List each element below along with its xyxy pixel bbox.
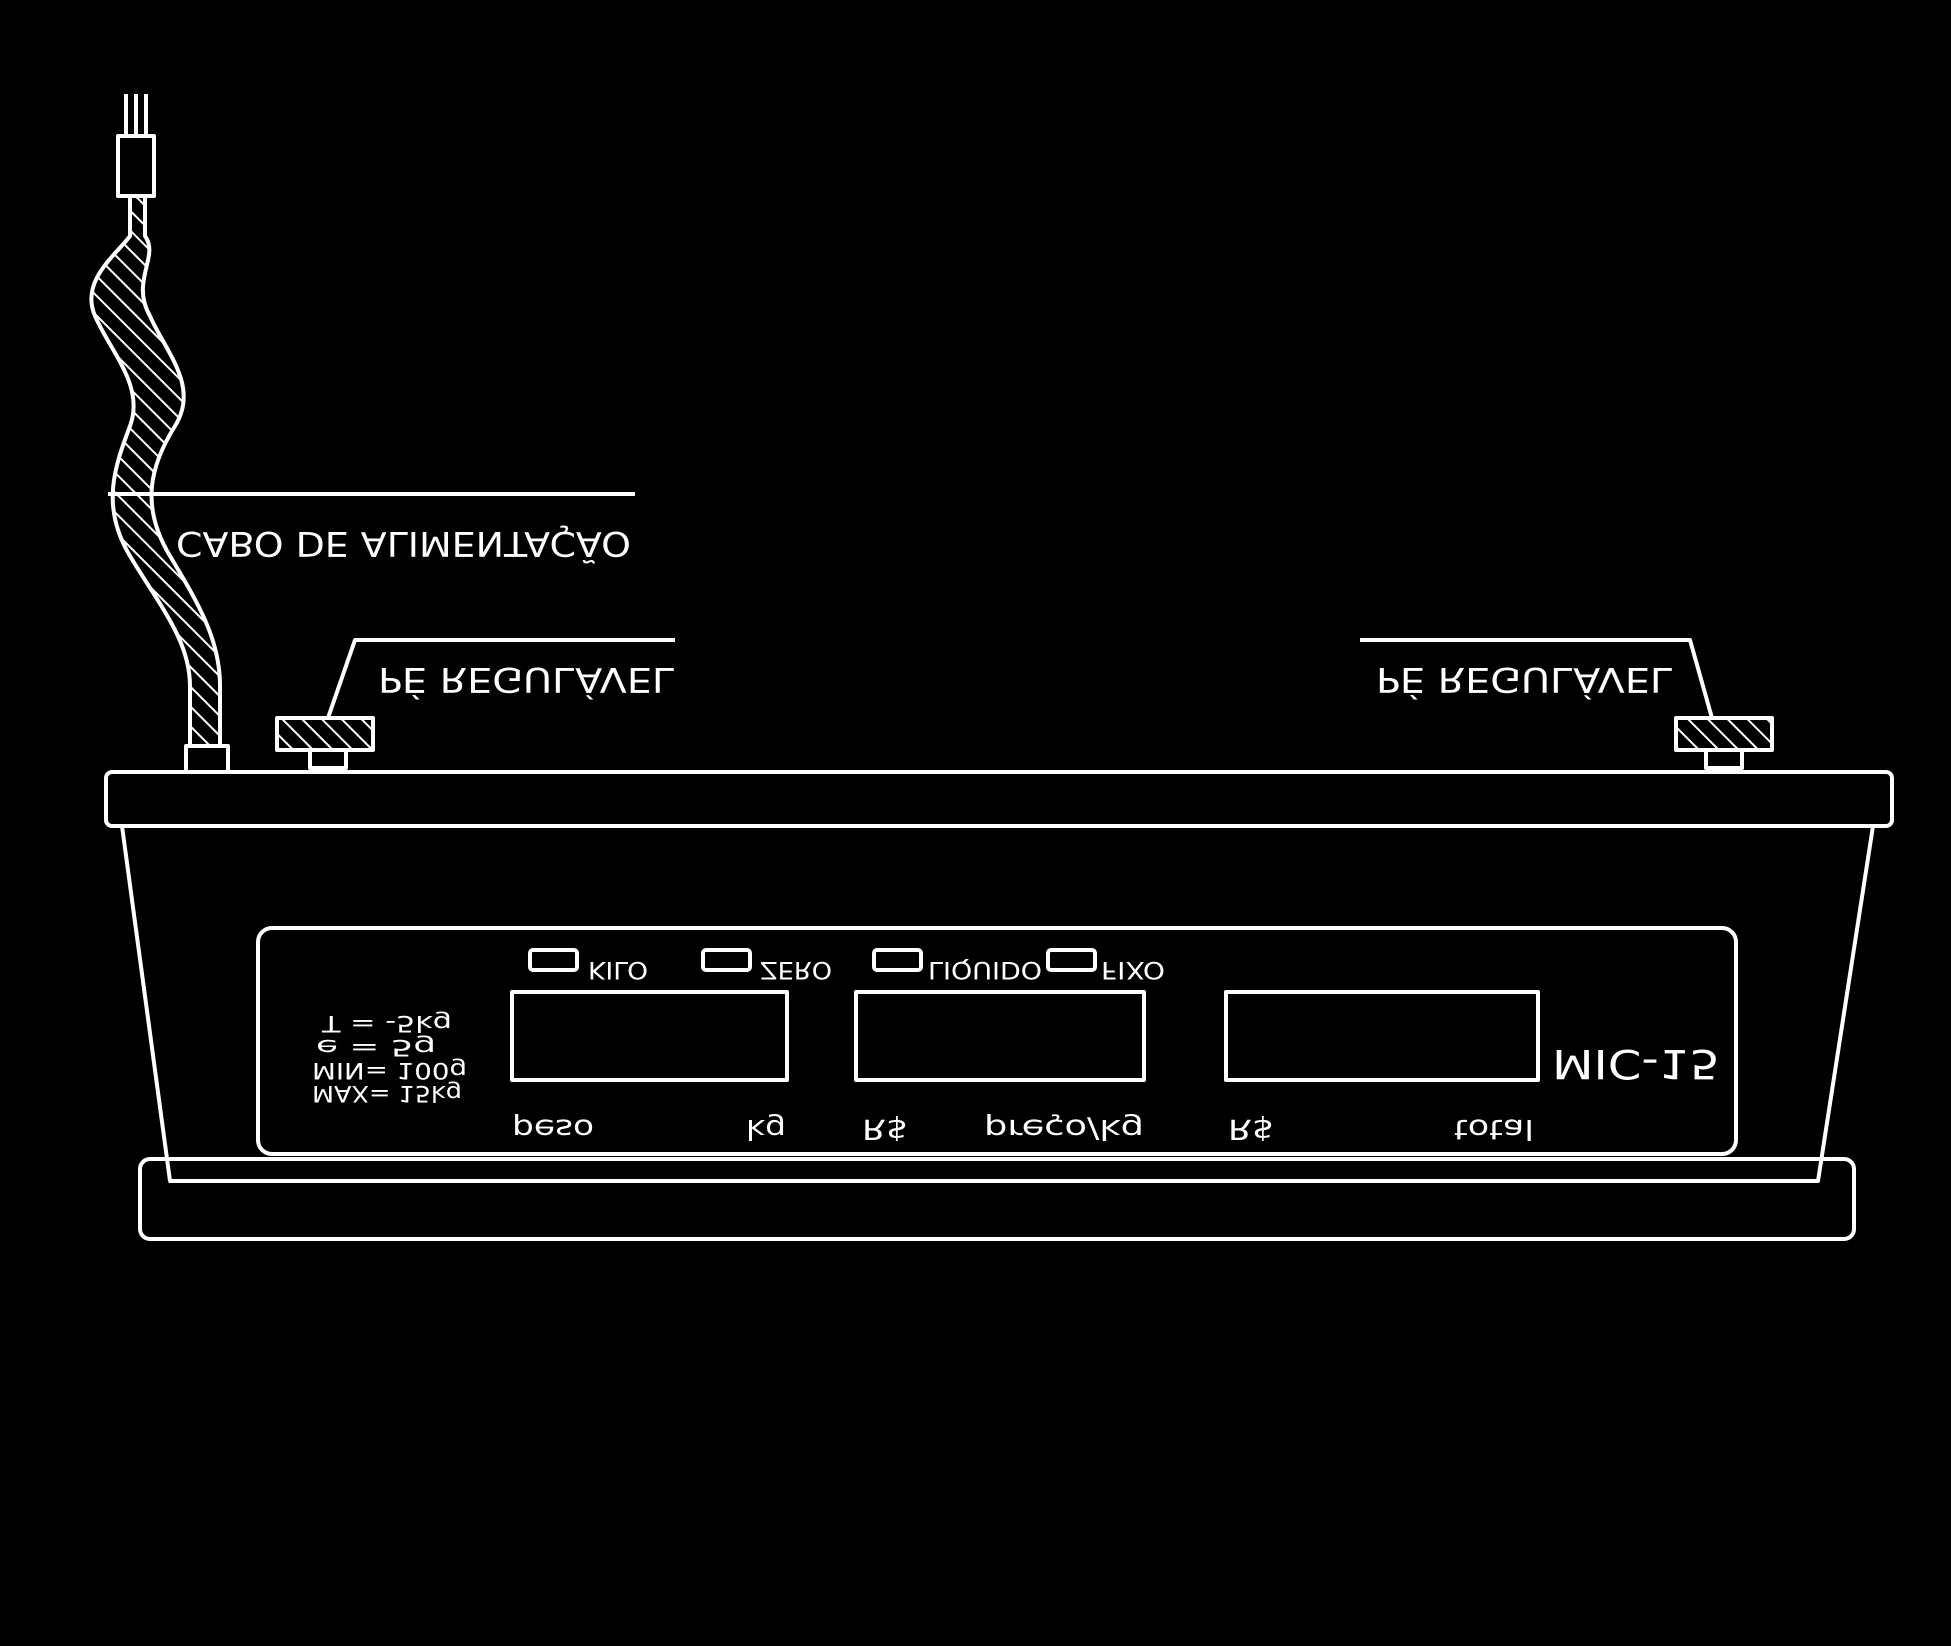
spec-t: T = -5kg xyxy=(321,1010,452,1035)
weight-display xyxy=(510,990,789,1082)
power-plug-icon xyxy=(116,94,156,198)
weight-unit: kg xyxy=(746,1113,786,1146)
scale-top-plate xyxy=(104,770,1894,828)
adjustable-foot-icon xyxy=(1674,716,1774,770)
leader-line-foot-left xyxy=(326,638,675,719)
indicator-led-liquido xyxy=(872,948,923,972)
scale-base xyxy=(138,1157,1856,1241)
model-label: MIC-15 xyxy=(1552,1040,1720,1086)
cable-connector xyxy=(184,744,230,774)
total-display xyxy=(1224,990,1540,1082)
total-currency: R$ xyxy=(1228,1113,1274,1146)
indicator-label-liquido: LIQUIDO xyxy=(928,956,1042,984)
price-display xyxy=(854,990,1146,1082)
price-label: preço/kg xyxy=(984,1113,1144,1146)
adjustable-foot-icon xyxy=(275,716,375,770)
foot-right-callout-label: PÉ REGULÁVEL xyxy=(1376,659,1672,700)
indicator-label-kilo: KILO xyxy=(588,956,648,984)
indicator-led-zero xyxy=(701,948,752,972)
indicator-label-fixo: FIXO xyxy=(1101,956,1165,984)
weight-label: peso xyxy=(512,1113,594,1146)
indicator-led-kilo xyxy=(528,948,579,972)
indicator-label-zero: ZERO xyxy=(760,956,832,984)
price-currency: R$ xyxy=(862,1113,908,1146)
foot-left-callout-label: PÉ REGULÁVEL xyxy=(378,659,674,700)
total-label: total xyxy=(1454,1113,1534,1146)
leader-line-foot-right xyxy=(1360,638,1714,719)
indicator-led-fixo xyxy=(1046,948,1097,972)
control-panel xyxy=(256,926,1738,1156)
spec-e: e = 5g xyxy=(316,1034,436,1059)
spec-max: MAX= 15kg xyxy=(312,1080,462,1105)
spec-min: MIN= 100g xyxy=(312,1057,467,1082)
cable-callout-label: CABO DE ALIMENTAÇÃO xyxy=(176,523,631,563)
power-cable xyxy=(89,194,222,748)
